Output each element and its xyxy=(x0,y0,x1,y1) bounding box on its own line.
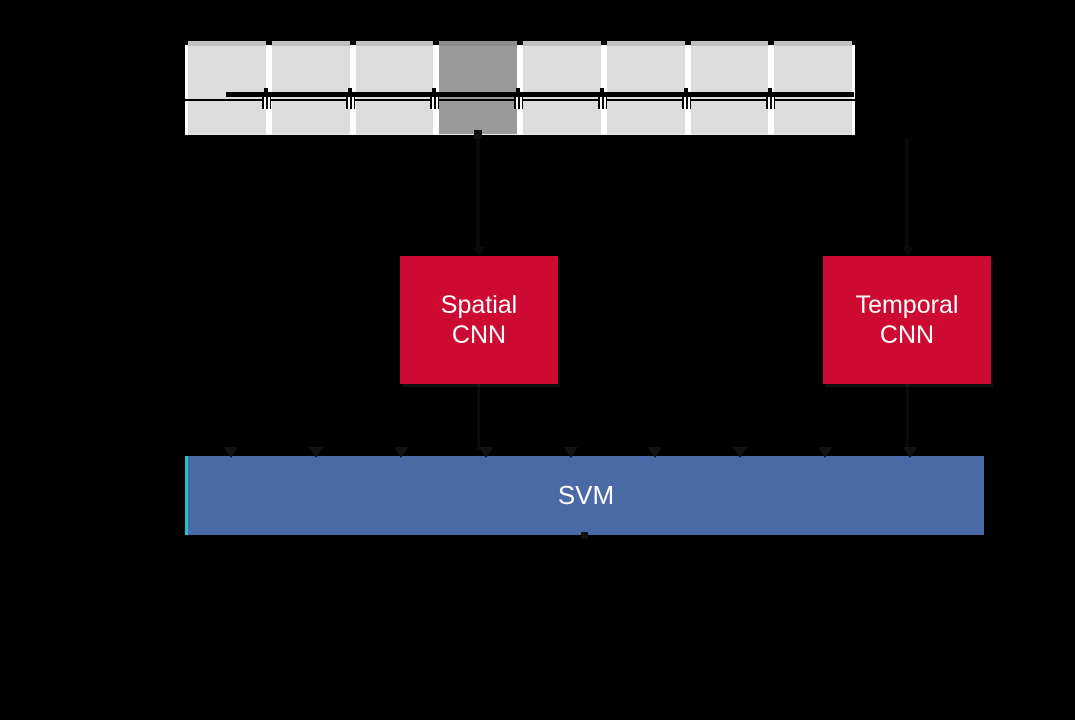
svm-input-arrow-1 xyxy=(224,447,238,458)
svm-input-arrow-5 xyxy=(564,447,578,458)
video-frame-sequence xyxy=(185,41,855,135)
svm-label: SVM xyxy=(557,480,615,510)
connector-frames-to-temporal-cnn xyxy=(905,139,909,251)
svm-input-arrow-6 xyxy=(648,447,662,458)
temporal-cnn-label-line2: CNN xyxy=(879,321,935,349)
temporal-cnn-label-line1: Temporal xyxy=(855,290,959,319)
video-frame-8[interactable] xyxy=(771,41,855,135)
timeline-separator-3 xyxy=(430,97,439,109)
spatial-cnn-label-line2: CNN xyxy=(451,321,507,349)
spatial-cnn-node[interactable]: Spatial CNN xyxy=(400,256,558,384)
connector-arrow-spatial-cnn xyxy=(473,247,485,256)
temporal-cnn-node[interactable]: Temporal CNN xyxy=(823,256,991,384)
timeline-separator-1 xyxy=(262,97,271,109)
svm-input-arrow-8 xyxy=(818,447,832,458)
connector-spatial-cnn-to-svm xyxy=(477,384,480,450)
video-frame-6[interactable] xyxy=(603,41,688,135)
connector-arrow-temporal-cnn xyxy=(902,247,914,256)
frame-timeline-bar xyxy=(226,92,854,97)
video-frame-4-selected[interactable] xyxy=(436,41,520,135)
video-frame-3[interactable] xyxy=(352,41,437,135)
video-frame-5[interactable] xyxy=(520,41,604,135)
timeline-separator-4 xyxy=(514,97,523,109)
svm-input-arrow-2 xyxy=(309,447,323,458)
svm-output-stub xyxy=(581,532,588,539)
video-frame-2[interactable] xyxy=(268,41,353,135)
video-frame-1[interactable] xyxy=(185,41,269,135)
connector-frames-to-spatial-cnn xyxy=(476,139,480,251)
connector-temporal-cnn-to-svm xyxy=(906,384,909,450)
svm-input-arrow-7 xyxy=(733,447,747,458)
svm-input-arrow-9 xyxy=(903,447,917,458)
svm-input-arrow-4 xyxy=(479,447,493,458)
timeline-separator-7 xyxy=(766,97,775,109)
timeline-separator-6 xyxy=(682,97,691,109)
svm-node[interactable]: SVM xyxy=(185,456,984,535)
video-frame-7[interactable] xyxy=(687,41,772,135)
timeline-separator-2 xyxy=(346,97,355,109)
svm-input-arrow-3 xyxy=(394,447,408,458)
timeline-separator-5 xyxy=(598,97,607,109)
spatial-cnn-label-line1: Spatial xyxy=(440,290,518,319)
selected-frame-connector-stub xyxy=(474,130,482,139)
